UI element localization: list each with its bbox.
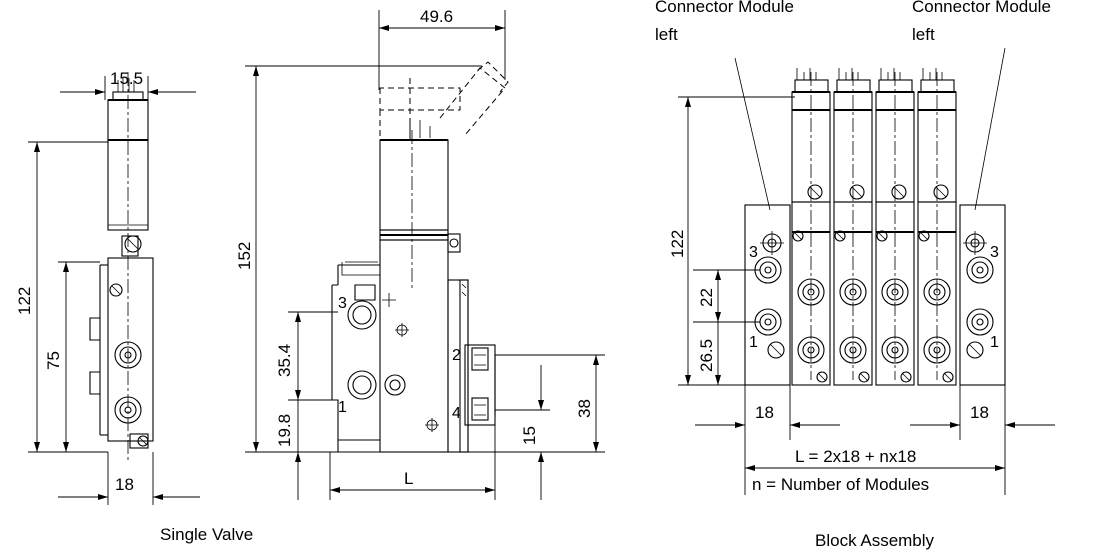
block-dim-n-definition: n = Number of Modules bbox=[752, 475, 929, 494]
port-3-label: 3 bbox=[338, 295, 347, 312]
front-view: 3 1 2 4 49.6 152 35.4 19.8 L bbox=[160, 7, 605, 544]
port-1-label: 1 bbox=[338, 399, 347, 416]
block-port-1-left: 1 bbox=[749, 334, 758, 351]
port-4-label: 4 bbox=[452, 405, 461, 422]
connector-right-line2: left bbox=[912, 25, 935, 44]
block-port-3-right: 3 bbox=[990, 244, 999, 261]
block-assembly-caption: Block Assembly bbox=[815, 531, 935, 550]
connector-right-line1: Connector Module bbox=[912, 0, 1051, 16]
block-dim-height: 122 bbox=[668, 230, 687, 258]
block-dim-port-height: 26.5 bbox=[697, 339, 716, 372]
block-assembly: Connector Module left Connector Module l… bbox=[655, 0, 1055, 550]
dim-height-connector: 152 bbox=[235, 242, 254, 270]
dim-bottom-width: 18 bbox=[115, 475, 134, 494]
dim-height-total: 122 bbox=[15, 287, 34, 315]
dim-connector-offset: 49.6 bbox=[420, 7, 453, 26]
dim-port-spacing: 35.4 bbox=[275, 344, 294, 377]
port-2-label: 2 bbox=[452, 347, 461, 364]
connector-left-line1: Connector Module bbox=[655, 0, 794, 16]
block-dim-length-formula: L = 2x18 + nx18 bbox=[795, 447, 916, 466]
block-port-1-right: 1 bbox=[990, 334, 999, 351]
single-valve-caption: Single Valve bbox=[160, 525, 253, 544]
block-port-3-left: 3 bbox=[749, 244, 758, 261]
dim-length: L bbox=[404, 469, 413, 488]
block-dim-port-spacing: 22 bbox=[697, 288, 716, 307]
side-view: 15.5 122 75 18 bbox=[15, 69, 200, 505]
dim-side-port-height: 38 bbox=[575, 399, 594, 418]
connector-left-line2: left bbox=[655, 25, 678, 44]
dim-top-width: 15.5 bbox=[110, 69, 143, 88]
dim-port-height: 19.8 bbox=[275, 414, 294, 447]
dim-height-base: 75 bbox=[44, 351, 63, 370]
block-dim-right-width: 18 bbox=[970, 403, 989, 422]
block-dim-left-width: 18 bbox=[755, 403, 774, 422]
dim-side-port-low: 15 bbox=[520, 426, 539, 445]
